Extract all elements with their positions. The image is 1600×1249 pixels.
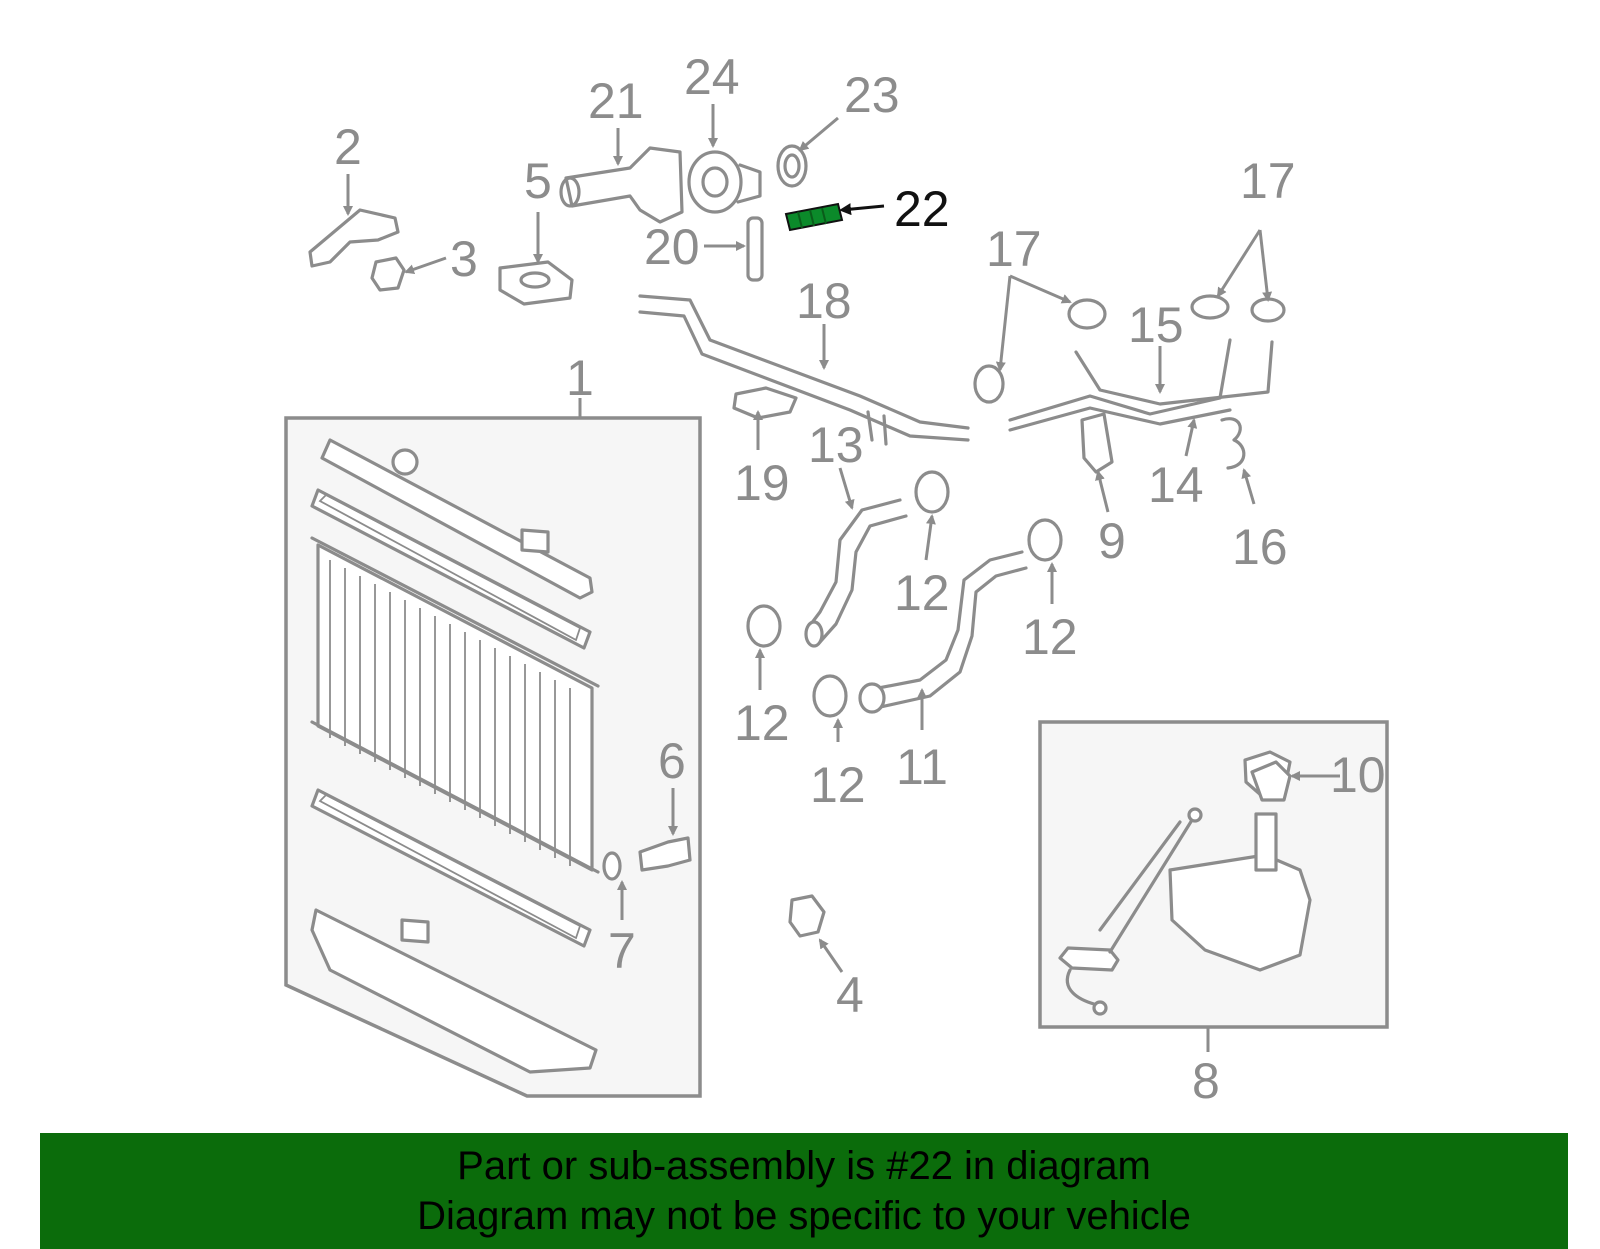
banner-line-2: Diagram may not be specific to your vehi… (417, 1194, 1191, 1238)
callout-2: 2 (334, 119, 362, 175)
callout-24: 24 (684, 49, 740, 105)
callout-15: 15 (1128, 297, 1184, 353)
reservoir-assembly[interactable] (1038, 720, 1389, 1029)
callout-19: 19 (734, 455, 790, 511)
callout-3: 3 (450, 231, 478, 287)
callout-4: 4 (836, 967, 864, 1023)
gasket-part-19[interactable] (732, 386, 798, 420)
callout-13: 13 (808, 417, 864, 473)
clip-part-9[interactable] (1080, 412, 1114, 474)
drain-cock-part-6[interactable] (638, 836, 692, 872)
bracket-part-2[interactable] (308, 208, 400, 268)
callout-1: 1 (566, 350, 594, 406)
clamp-part-12[interactable] (746, 470, 1063, 718)
callout-12b: 12 (1022, 609, 1078, 665)
gasket-part-23[interactable] (776, 144, 808, 188)
thermostat-part-24[interactable] (687, 150, 762, 214)
mount-part-5[interactable] (498, 260, 574, 306)
callout-21: 21 (588, 73, 644, 129)
leader-lines (343, 104, 1340, 1052)
callout-12d: 12 (810, 757, 866, 813)
callout-17b: 17 (1240, 153, 1296, 209)
callout-8: 8 (1192, 1053, 1220, 1109)
callout-20: 20 (644, 219, 700, 275)
callout-12a: 12 (894, 565, 950, 621)
parts-diagram: 1 2 3 4 5 6 7 8 9 10 11 12 12 12 12 13 1… (284, 49, 1389, 1109)
callout-5: 5 (524, 153, 552, 209)
hose-part-11[interactable] (866, 550, 1024, 692)
callout-16: 16 (1232, 519, 1288, 575)
grommet-part-3[interactable] (370, 256, 406, 292)
hose-part-15[interactable] (1008, 338, 1232, 422)
info-banner: Part or sub-assembly is #22 in diagram D… (40, 1133, 1568, 1249)
nut-part-4[interactable] (788, 894, 826, 938)
callout-14: 14 (1148, 457, 1204, 513)
callout-9: 9 (1098, 513, 1126, 569)
callout-18: 18 (796, 273, 852, 329)
o-ring-part-7[interactable] (602, 851, 622, 881)
water-outlet-part-21[interactable] (564, 146, 684, 224)
callout-6: 6 (658, 733, 686, 789)
clip-part-16[interactable] (1220, 417, 1246, 470)
cap-part-10[interactable] (1250, 760, 1292, 802)
stud-part-20[interactable] (746, 216, 764, 282)
radiator-assembly[interactable] (284, 416, 702, 1098)
clamp-part-17[interactable] (973, 294, 1286, 404)
hose-part-22[interactable] (784, 202, 844, 232)
callout-22: 22 (894, 181, 950, 237)
callout-12c: 12 (734, 695, 790, 751)
callout-labels: 1 2 3 4 5 6 7 8 9 10 11 12 12 12 12 13 1… (334, 49, 1386, 1109)
pipe-part-18[interactable] (638, 294, 970, 430)
hose-part-14[interactable] (1008, 406, 1232, 432)
banner-line-1: Part or sub-assembly is #22 in diagram (457, 1144, 1151, 1188)
callout-7: 7 (608, 923, 636, 979)
callout-17a: 17 (986, 221, 1042, 277)
callout-11: 11 (896, 739, 948, 795)
callout-10: 10 (1330, 747, 1386, 803)
hose-part-13[interactable] (806, 498, 902, 630)
callout-23: 23 (844, 67, 900, 123)
